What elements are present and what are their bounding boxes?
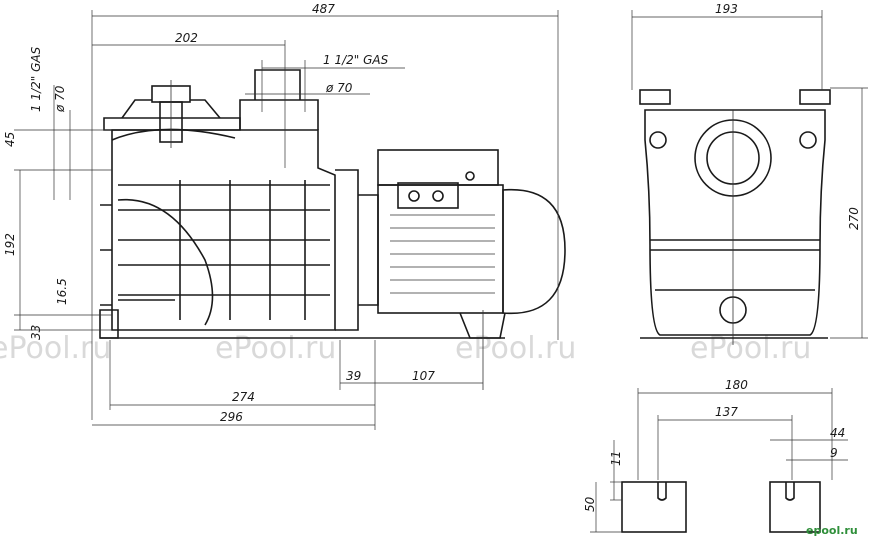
front-bolt: [649, 131, 667, 149]
front-lug-left: [639, 89, 671, 105]
outlet-port: [254, 69, 301, 100]
base-right-block: [769, 481, 821, 533]
basket-grid: [117, 180, 330, 326]
dim-inlet-offset: 202: [175, 31, 198, 45]
dim-45: 45: [3, 132, 17, 147]
outlet-neck: [239, 99, 319, 130]
front-lug-right: [799, 89, 831, 105]
inlet-ribs: [100, 204, 112, 306]
terminal-screw: [408, 190, 420, 202]
dim-16-5: 16.5: [55, 278, 69, 305]
motor-adapter: [358, 194, 379, 306]
watermark-text: ePool.ru: [455, 331, 576, 366]
base-slot-left: [657, 482, 667, 501]
motor-flange: [335, 169, 359, 331]
motor-fins: [390, 214, 495, 294]
side-dimensions: 487 202 1 1/2" GAS ø 70 1 1/2" GAS ø 70 …: [3, 2, 559, 430]
brand-logo: epool.ru: [806, 524, 858, 537]
side-view: 487 202 1 1/2" GAS ø 70 1 1/2" GAS ø 70 …: [3, 2, 566, 430]
watermarks: ePool.ru ePool.ru ePool.ru ePool.ru: [0, 331, 811, 366]
fan-cover: [502, 188, 566, 315]
base-slot-right: [785, 482, 795, 501]
dim-base-9: 9: [830, 446, 838, 460]
terminal-screw: [465, 171, 475, 181]
front-view: 193 270: [631, 2, 868, 345]
base-view: 180 137 44 9 11 50: [583, 378, 848, 533]
dim-inlet-dia: ø 70: [53, 85, 67, 113]
dim-274: 274: [232, 390, 255, 404]
lid-curve: [111, 128, 236, 141]
dim-107: 107: [412, 369, 435, 383]
dim-base-holes: 137: [715, 405, 738, 419]
dim-296: 296: [220, 410, 243, 424]
dim-front-width: 193: [715, 2, 738, 16]
watermark-text: ePool.ru: [215, 331, 336, 366]
base-dimensions: 180 137 44 9 11 50: [583, 378, 848, 533]
motor-body: [377, 184, 504, 314]
dim-outlet-gas: 1 1/2" GAS: [323, 53, 389, 67]
front-bolt: [799, 131, 817, 149]
front-dimensions: 193 270: [631, 2, 868, 339]
front-housing: [644, 109, 826, 336]
terminal-plate: [397, 182, 459, 209]
dim-base-50: 50: [583, 496, 597, 512]
watermark-text: ePool.ru: [690, 331, 811, 366]
dim-base-11: 11: [609, 451, 623, 466]
dim-39: 39: [346, 369, 361, 383]
base-left-block: [621, 481, 687, 533]
dim-192: 192: [3, 233, 17, 256]
dim-33: 33: [29, 325, 43, 340]
dim-base-44: 44: [830, 426, 845, 440]
dim-outlet-dia: ø 70: [325, 81, 353, 95]
terminal-box: [377, 149, 499, 186]
watermark-text: ePool.ru: [0, 331, 111, 366]
dim-front-height: 270: [847, 207, 861, 230]
dim-overall-length: 487: [312, 2, 335, 16]
dim-inlet-gas: 1 1/2" GAS: [29, 46, 43, 112]
dim-base-width: 180: [725, 378, 748, 392]
terminal-screw: [432, 190, 444, 202]
lid: [103, 117, 241, 131]
